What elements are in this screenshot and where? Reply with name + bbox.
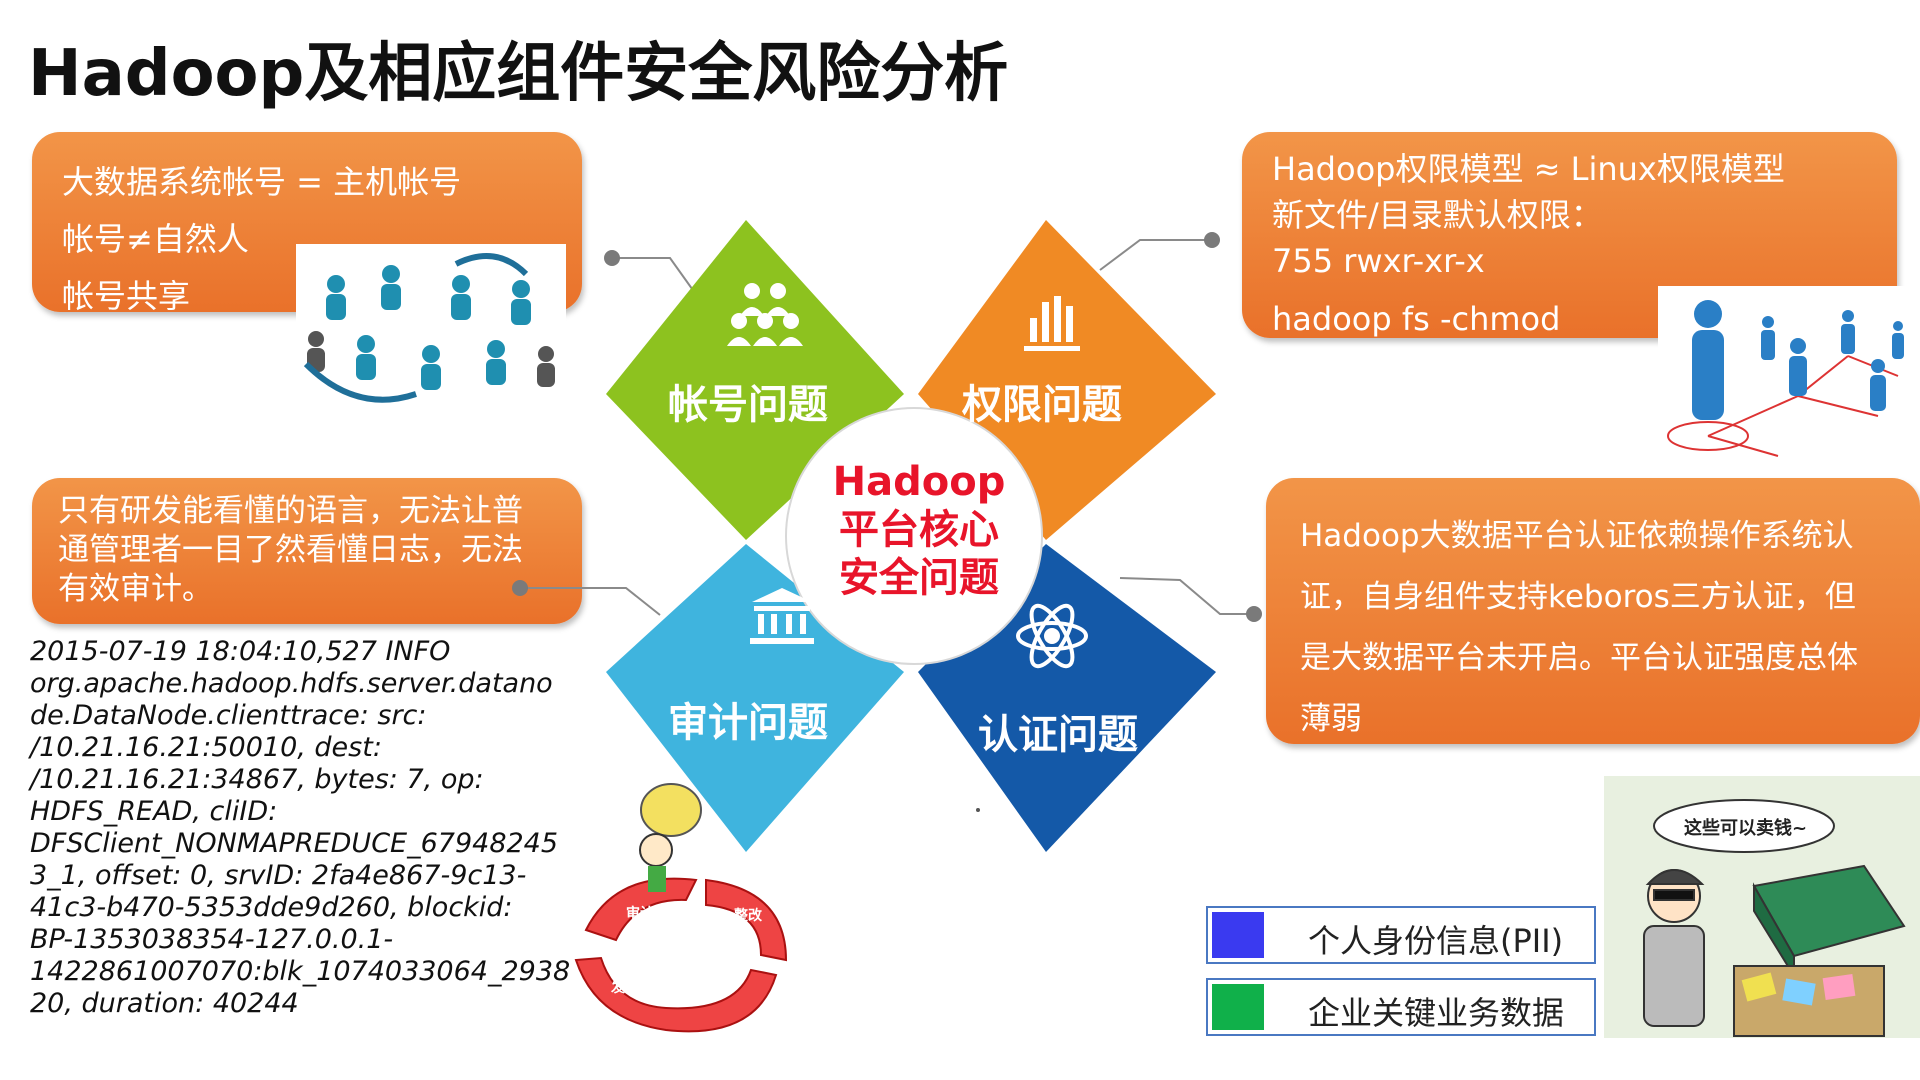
box-line: 只有研发能看懂的语言，无法让普 [58,493,523,529]
box-line: 755 rwxr-xr-x [1272,242,1485,280]
legend-swatch [1212,984,1264,1030]
box-line: 大数据系统帐号 = 主机帐号 [62,163,462,201]
box-line: 帐号≠自然人 [62,220,249,258]
log-line: 3_1, offset: 0, srvID: 2fa4e867-9c13- [30,860,527,891]
log-line: /10.21.16.21:50010, dest: [30,732,382,763]
legend-business-data: 企业关键业务数据 [1206,978,1596,1036]
bar-chart-icon [1024,296,1080,351]
log-line: HDFS_READ, cliID: [30,796,278,827]
legend-label: 企业关键业务数据 [1308,994,1565,1032]
audit-issue-label: 审计问题 [668,700,828,746]
data-seller-cartoon-image: 这些可以卖钱~ [1604,776,1920,1038]
blue-figures-image [1658,286,1914,466]
audit-issue-box: 只有研发能看懂的语言，无法让普 通管理者一目了然看懂日志，无法 有效审计。 [32,478,582,624]
log-line: org.apache.hadoop.hdfs.server.datano [30,668,553,699]
center-line: Hadoop [832,459,1006,505]
stray-dot [976,808,980,812]
figure-body [648,866,666,892]
legend-swatch [1212,912,1264,958]
page-title: Hadoop及相应组件安全风险分析 [28,37,1009,111]
log-line: 1422861007070:blk_1074033064_2938 [30,956,571,987]
legend-label: 个人身份信息(PII) [1308,922,1564,960]
log-line: de.DataNode.clienttrace: src: [30,700,427,731]
audit-cycle-image: 审计 整改 发现问题 [574,783,788,1033]
box-line: Hadoop权限模型 ≈ Linux权限模型 [1272,150,1785,188]
legend-pii: 个人身份信息(PII) [1206,906,1596,964]
cycle-label-audit: 审计 [626,905,654,922]
cycle-label-rectify: 整改 [733,907,763,924]
log-line: 20, duration: 40244 [30,988,299,1019]
log-line: 41c3-b470-5353dde9d260, blockid: [30,892,513,923]
auth-issue-box: Hadoop大数据平台认证依赖操作系统认 证，自身组件支持keboros三方认证… [1266,478,1920,744]
log-line: /10.21.16.21:34867, bytes: 7, op: [30,764,484,795]
account-issue-label: 帐号问题 [668,382,828,428]
box-line: 新文件/目录默认权限： [1272,196,1603,234]
log-line: 2015-07-19 18:04:10,527 INFO [30,636,451,667]
log-line: DFSClient_NONMAPREDUCE_67948245 [30,828,559,859]
cycle-label-find: 发现问题 [610,979,668,996]
speech-bubble [1653,799,1835,853]
log-line: BP-1353038354-127.0.0.1- [30,924,394,955]
center-line: 安全问题 [839,555,999,601]
people-network-image [296,244,566,414]
atom-icon [1016,603,1088,669]
permission-issue-label: 权限问题 [962,382,1122,428]
box-line: Hadoop大数据平台认证依赖操作系统认 [1300,518,1854,554]
speech-text: 这些可以卖钱~ [1684,817,1807,839]
box-line: hadoop fs -chmod [1272,300,1561,338]
box-line: 帐号共享 [62,277,191,315]
box-line: 通管理者一目了然看懂日志，无法 [58,532,523,568]
hdfs-log-sample: 2015-07-19 18:04:10,527 INFO org.apache.… [30,636,570,1020]
people-icon [727,283,803,346]
box-line: 有效审计。 [58,571,213,607]
center-line: 平台核心 [839,507,999,553]
box-line: 薄弱 [1300,701,1362,737]
box-line: 证，自身组件支持keboros三方认证，但 [1300,579,1856,615]
box-line: 是大数据平台未开启。平台认证强度总体 [1300,640,1858,676]
auth-issue-label: 认证问题 [978,712,1138,758]
center-title: Hadoop 平台核心 安全问题 [800,458,1038,602]
